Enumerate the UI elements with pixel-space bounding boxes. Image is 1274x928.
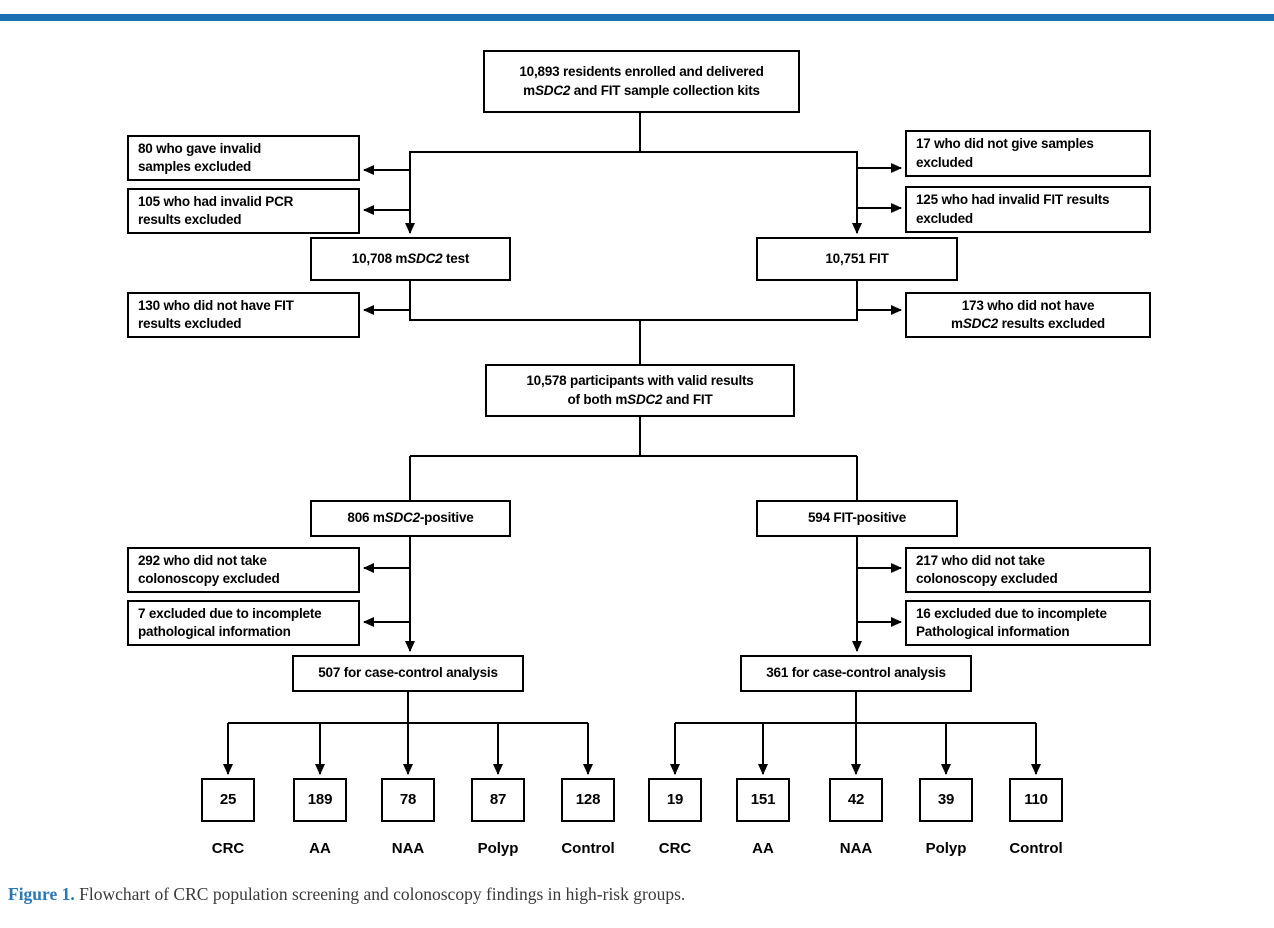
outcome-label-right-crc: CRC (658, 840, 692, 857)
box-excluded-no-colonoscopy-right: 217 who did not take colonoscopy exclude… (905, 547, 1151, 593)
box-enrolled-line2: mSDC2 and FIT sample collection kits (523, 82, 760, 98)
outcome-box-left-polyp: 87 (471, 778, 525, 822)
figure-caption: Figure 1. Flowchart of CRC population sc… (8, 884, 685, 905)
outcome-label-right-polyp: Polyp (925, 840, 967, 857)
box-excluded-invalid-pcr: 105 who had invalid PCR results excluded (127, 188, 360, 234)
box-excluded-no-fit-results: 130 who did not have FIT results exclude… (127, 292, 360, 338)
box-enrolled-line1: 10,893 residents enrolled and delivered (519, 64, 764, 79)
box-excluded-no-colonoscopy-left: 292 who did not take colonoscopy exclude… (127, 547, 360, 593)
outcome-box-right-crc: 19 (648, 778, 702, 822)
figure-caption-label: Figure 1. (8, 884, 75, 904)
outcome-label-right-aa: AA (752, 840, 774, 857)
box-case-control-right: 361 for case-control analysis (740, 655, 972, 692)
box-enrolled: 10,893 residents enrolled and delivered … (483, 50, 800, 113)
figure-caption-text: Flowchart of CRC population screening an… (74, 884, 686, 904)
outcome-box-right-aa: 151 (736, 778, 790, 822)
box-msdc2-test: 10,708 mSDC2 test (310, 237, 511, 281)
box-case-control-left: 507 for case-control analysis (292, 655, 524, 692)
outcome-box-right-polyp: 39 (919, 778, 973, 822)
outcome-label-left-control: Control (561, 840, 615, 857)
outcome-box-left-crc: 25 (201, 778, 255, 822)
outcome-label-right-control: Control (1009, 840, 1063, 857)
outcome-label-left-crc: CRC (211, 840, 245, 857)
outcome-label-left-naa: NAA (391, 840, 425, 857)
outcome-label-right-naa: NAA (839, 840, 873, 857)
outcome-box-left-control: 128 (561, 778, 615, 822)
connector-lines (223, 113, 1041, 775)
box-msdc2-positive: 806 mSDC2-positive (310, 500, 511, 537)
outcome-box-left-naa: 78 (381, 778, 435, 822)
box-valid-both: 10,578 participants with valid results o… (485, 364, 795, 417)
box-excluded-no-samples: 17 who did not give samples excluded (905, 130, 1151, 177)
box-excluded-invalid-samples: 80 who gave invalid samples excluded (127, 135, 360, 181)
box-excluded-incomplete-pathology-left: 7 excluded due to incomplete pathologica… (127, 600, 360, 646)
outcome-box-right-naa: 42 (829, 778, 883, 822)
top-accent-bar (0, 14, 1274, 21)
box-excluded-no-msdc2-results: 173 who did not have mSDC2 results exclu… (905, 292, 1151, 338)
outcome-box-left-aa: 189 (293, 778, 347, 822)
box-fit-test: 10,751 FIT (756, 237, 958, 281)
box-excluded-invalid-fit: 125 who had invalid FIT results excluded (905, 186, 1151, 233)
outcome-label-left-aa: AA (309, 840, 331, 857)
box-fit-positive: 594 FIT-positive (756, 500, 958, 537)
outcome-box-right-control: 110 (1009, 778, 1063, 822)
box-excluded-incomplete-pathology-right: 16 excluded due to incomplete Pathologic… (905, 600, 1151, 646)
outcome-label-left-polyp: Polyp (477, 840, 519, 857)
